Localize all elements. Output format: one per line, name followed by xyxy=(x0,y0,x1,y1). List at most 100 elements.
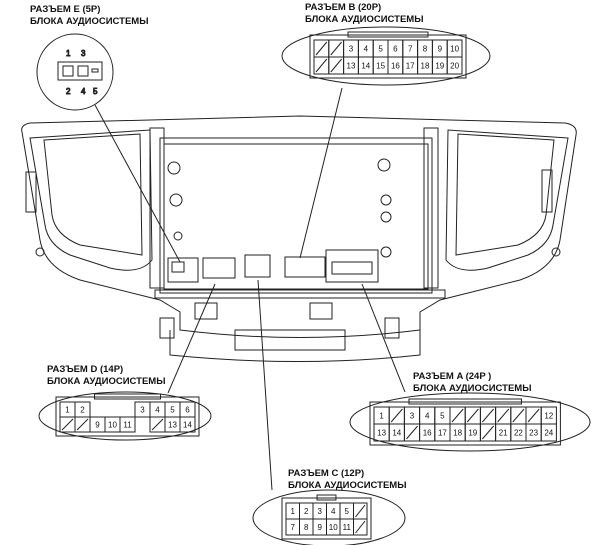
leader-line-a xyxy=(361,283,406,393)
connector-housing xyxy=(309,34,467,79)
pin-label: 12 xyxy=(544,412,553,421)
pin-label: 14 xyxy=(361,62,370,71)
unused-pin-mark xyxy=(61,418,74,431)
pin-label: 11 xyxy=(343,523,352,532)
connector-b-outline xyxy=(281,26,491,86)
connector-e-view: 1 3 2 4 5 xyxy=(36,33,114,111)
pin-label: 7 xyxy=(291,523,296,532)
leader-line-d xyxy=(167,283,216,394)
pin-label: 5 xyxy=(93,87,98,96)
pin-label: 1 xyxy=(66,49,71,58)
pin-label: 4 xyxy=(364,45,369,54)
pin-label: 3 xyxy=(81,49,86,58)
pin-label: 3 xyxy=(140,406,145,415)
pin-label: 5 xyxy=(170,406,175,415)
connector-latch xyxy=(316,494,337,501)
connector-e-title: РАЗЪЕМ E (5P) xyxy=(30,4,101,15)
pin-cell xyxy=(446,56,463,75)
connector-a-label: РАЗЪЕМ A (24P ) БЛОКА АУДИОСИСТЕМЫ xyxy=(413,371,532,395)
pin-label: 1 xyxy=(379,412,384,421)
pin-label: 5 xyxy=(440,412,445,421)
connector-latch xyxy=(408,398,522,405)
connector-d-title: РАЗЪЕМ D (14P) xyxy=(47,364,124,375)
unused-pin-mark xyxy=(527,408,540,423)
unused-pin-mark xyxy=(482,425,494,440)
pin-label: 5 xyxy=(345,507,350,516)
unused-pin-mark xyxy=(451,408,464,423)
pin-label: 22 xyxy=(514,429,523,438)
unused-pin-mark xyxy=(482,408,494,423)
audio-unit-bezel xyxy=(21,115,577,362)
pin-label: 1 xyxy=(65,406,70,415)
leader-line-c xyxy=(257,279,273,491)
pin-label: 9 xyxy=(95,421,100,430)
pin-label: 7 xyxy=(408,45,413,54)
pin-label: 24 xyxy=(544,429,553,438)
pin-label: 10 xyxy=(108,421,117,430)
unused-pin-mark xyxy=(466,408,479,423)
pin-label: 19 xyxy=(468,429,477,438)
pin-label: 3 xyxy=(410,412,415,421)
pin-label: 4 xyxy=(155,406,160,415)
unused-pin-mark xyxy=(497,408,510,423)
pin-cell xyxy=(540,423,557,442)
pin-label: 6 xyxy=(185,406,190,415)
pin-label: 5 xyxy=(378,45,383,54)
connector-c-outline xyxy=(252,489,406,545)
pin-label: 2 xyxy=(80,406,85,415)
pin-label: 9 xyxy=(438,45,443,54)
pin-cell xyxy=(353,518,368,536)
unused-pin-mark xyxy=(76,418,89,431)
pin-label: 9 xyxy=(318,523,323,532)
pin-label: 6 xyxy=(393,45,398,54)
pin-label: 21 xyxy=(499,429,508,438)
connector-b-label: РАЗЪЕМ B (20P) БЛОКА АУДИОСИСТЕМЫ xyxy=(305,2,424,26)
pin-label: 2 xyxy=(304,507,309,516)
unused-pin-mark xyxy=(315,58,328,73)
connector-b-subtitle: БЛОКА АУДИОСИСТЕМЫ xyxy=(305,14,424,25)
pin-label: 14 xyxy=(392,429,401,438)
leader-line-e xyxy=(94,104,181,263)
connector-c-subtitle: БЛОКА АУДИОСИСТЕМЫ xyxy=(288,480,407,491)
pin-cell xyxy=(179,416,196,433)
connector-e-subtitle: БЛОКА АУДИОСИСТЕМЫ xyxy=(30,16,149,27)
pin-label: 11 xyxy=(123,421,132,430)
pin-label: 4 xyxy=(331,507,336,516)
pin-label: 17 xyxy=(406,62,415,71)
pin-cell xyxy=(119,416,136,433)
pin-label: 10 xyxy=(329,523,338,532)
pin-label: 17 xyxy=(438,429,447,438)
connector-a-title: РАЗЪЕМ A (24P ) xyxy=(413,371,492,382)
unused-pin-mark xyxy=(315,41,328,56)
pin-label: 13 xyxy=(377,429,386,438)
pin-label: 14 xyxy=(183,421,192,430)
connector-housing xyxy=(55,396,200,437)
connector-a-outline xyxy=(349,392,591,452)
connector-d-pin-grid: 1 2 3 4 5 6 9 10 11 13 14 xyxy=(55,393,200,437)
pin-label: 3 xyxy=(349,45,354,54)
pin-label: 23 xyxy=(529,429,538,438)
pin-label: 2 xyxy=(66,87,71,96)
unused-pin-mark xyxy=(406,425,418,440)
pin-label: 15 xyxy=(376,62,385,71)
connector-c-title: РАЗЪЕМ C (12P) xyxy=(288,468,365,479)
unused-pin-mark xyxy=(355,520,366,534)
unused-pin-mark xyxy=(355,504,366,518)
pin-label: 8 xyxy=(423,45,428,54)
pin-label: 4 xyxy=(425,412,430,421)
pin-label: 13 xyxy=(168,421,177,430)
unused-pin-mark xyxy=(512,408,525,423)
connector-d-label: РАЗЪЕМ D (14P) БЛОКА АУДИОСИСТЕМЫ xyxy=(47,364,166,388)
leader-lines xyxy=(94,87,406,491)
connector-housing xyxy=(369,401,561,446)
connector-d-outline xyxy=(38,391,212,441)
leader-line-b xyxy=(299,87,343,259)
connector-b-title: РАЗЪЕМ B (20P) xyxy=(305,2,382,13)
pin-label: 20 xyxy=(450,62,459,71)
pin-label: 16 xyxy=(391,62,400,71)
